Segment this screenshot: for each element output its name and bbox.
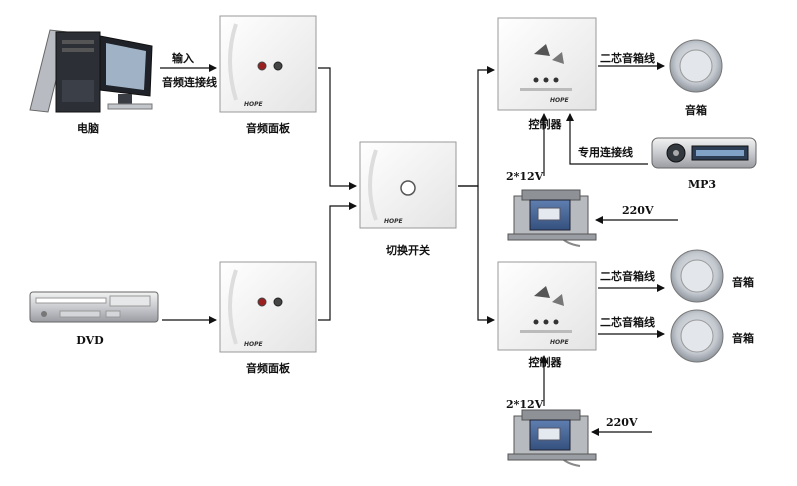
switch-brand: HOPE xyxy=(384,218,404,225)
edge-switch-ctrlbottom xyxy=(458,185,495,324)
mp3-player xyxy=(651,137,757,169)
panel-bottom-brand: HOPE xyxy=(244,341,264,348)
controller-bottom xyxy=(497,261,597,351)
dvd-player xyxy=(29,291,159,323)
two-core-mid-label: 二芯音箱线 xyxy=(600,270,655,283)
transformer-bottom xyxy=(507,409,597,467)
dedicated-cable-label: 专用连接线 xyxy=(578,146,633,159)
speaker-top xyxy=(669,39,723,93)
speaker-bot-label: 音箱 xyxy=(732,332,754,345)
two-core-top-label: 二芯音箱线 xyxy=(600,52,655,65)
computer-device xyxy=(29,29,153,113)
controller-bottom-brand: HOPE xyxy=(550,339,570,346)
panel-bottom-label: 音频面板 xyxy=(246,362,290,375)
switch-label: 切换开关 xyxy=(386,244,430,257)
mp3-label: MP3 xyxy=(687,178,717,191)
ac-top-label: 220V xyxy=(622,204,654,217)
transformer-bottom-label: 2*12V xyxy=(506,398,544,411)
transformer-top xyxy=(507,189,597,247)
two-core-bot-label: 二芯音箱线 xyxy=(600,316,655,329)
panel-top-label: 音频面板 xyxy=(246,122,290,135)
controller-top-brand: HOPE xyxy=(550,97,570,104)
edge-switch-ctrltop xyxy=(458,66,495,187)
audio-cable-label: 音频连接线 xyxy=(162,76,217,89)
edge-panelbottom-switch xyxy=(318,202,357,321)
computer-label: 电脑 xyxy=(77,122,99,135)
controller-bottom-label: 控制器 xyxy=(528,356,562,369)
switch-panel xyxy=(359,141,457,229)
speaker-mid-label: 音箱 xyxy=(732,276,754,289)
panel-top-brand: HOPE xyxy=(244,101,264,108)
edge-mp3-ctrltop xyxy=(566,113,648,165)
transformer-top-label: 2*12V xyxy=(506,170,544,183)
edge-paneltop-switch xyxy=(318,67,357,190)
speaker-bot xyxy=(670,309,724,363)
audio-panel-top xyxy=(219,15,317,113)
speaker-mid xyxy=(670,249,724,303)
speaker-top-label: 音箱 xyxy=(685,104,707,117)
controller-top xyxy=(497,17,597,111)
dvd-label: DVD xyxy=(76,334,104,347)
ac-bottom-label: 220V xyxy=(606,416,638,429)
audio-panel-bottom xyxy=(219,261,317,353)
input-label: 输入 xyxy=(172,52,194,65)
controller-top-label: 控制器 xyxy=(528,118,562,131)
